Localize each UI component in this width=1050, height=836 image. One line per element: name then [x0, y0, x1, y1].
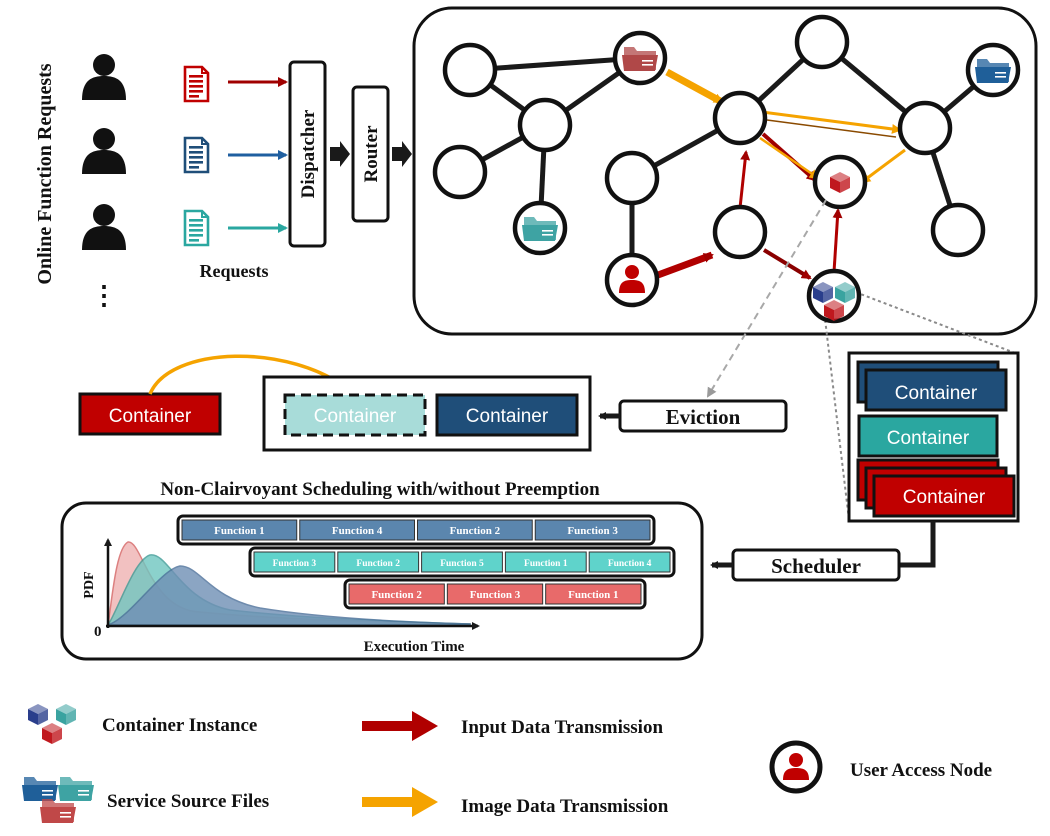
container-box — [435, 393, 579, 437]
container-label: Container — [314, 406, 397, 427]
function-label: Function 1 — [214, 525, 264, 537]
user-icon — [82, 54, 126, 100]
route-arrow — [392, 141, 412, 167]
folder-icon — [58, 777, 94, 801]
dispatcher-box — [288, 60, 327, 248]
legend-red-arrow — [362, 711, 438, 741]
pdf-plot: PDF 0 Execution Time — [82, 538, 480, 655]
function-block — [348, 583, 445, 605]
legend-input-data-transmission: Input Data Transmission — [461, 717, 663, 738]
container-box — [857, 414, 999, 458]
function-queues: Function 1 Function 4 Function 2 Function 3… — [176, 514, 676, 610]
container-label: Container — [903, 487, 986, 508]
function-label: Function 3 — [567, 525, 618, 537]
plot-ylabel: PDF — [82, 571, 97, 598]
document-icon — [183, 65, 210, 103]
function-label: Function 2 — [450, 525, 501, 537]
container-box — [872, 474, 1016, 518]
function-label: Function 2 — [356, 559, 400, 569]
legend: Container Instance Service Source Files … — [22, 704, 992, 823]
container-label: Container — [109, 406, 192, 427]
function-label: Function 5 — [440, 559, 484, 569]
dispatch-arrow — [330, 141, 350, 167]
function-block — [534, 519, 651, 541]
function-block — [299, 519, 415, 541]
container-label: Container — [887, 428, 970, 449]
user-icon — [82, 204, 126, 250]
function-label: Function 2 — [371, 589, 422, 601]
container-label: Container — [895, 383, 978, 404]
cube-icon — [42, 723, 62, 744]
scheduler-label: Scheduler — [771, 554, 861, 578]
container-label: Container — [466, 406, 549, 427]
plot-xlabel: Execution Time — [364, 639, 465, 655]
folder-icon — [22, 777, 58, 801]
edge-network-panel — [412, 6, 1038, 336]
function-block — [337, 551, 420, 573]
user-access-node-icon — [619, 265, 645, 293]
function-label: Function 1 — [524, 559, 568, 569]
image-data-edges — [665, 68, 906, 184]
requests-label: Requests — [199, 261, 268, 281]
function-block — [446, 583, 544, 605]
legend-orange-arrow — [362, 787, 438, 817]
router-box — [351, 85, 390, 223]
folder-icon — [40, 799, 76, 823]
legend-service-source-files: Service Source Files — [107, 791, 269, 812]
function-label: Function 4 — [608, 559, 652, 569]
function-block — [181, 519, 298, 541]
side-label: Online Function Requests — [34, 63, 56, 284]
container-box — [283, 393, 427, 437]
function-label: Function 1 — [568, 589, 618, 601]
document-icon — [183, 209, 210, 247]
function-label: Function 4 — [332, 525, 383, 537]
function-block — [421, 551, 503, 573]
pdf-curve-blue — [107, 565, 471, 626]
function-block — [417, 519, 533, 541]
legend-user-access-node: User Access Node — [850, 760, 992, 781]
function-label: Function 3 — [470, 589, 521, 601]
dispatcher-label: Dispatcher — [298, 109, 319, 198]
leader-line — [822, 301, 850, 521]
function-block — [504, 551, 587, 573]
user-icon — [82, 128, 126, 174]
container-box — [864, 368, 1008, 412]
eviction-pointer — [706, 199, 827, 398]
legend-image-data-transmission: Image Data Transmission — [461, 796, 669, 817]
legend-container-instance: Container Instance — [102, 715, 257, 736]
function-block — [545, 583, 642, 605]
function-block — [588, 551, 671, 573]
document-icon — [183, 136, 210, 174]
more-users-ellipsis: ⋮ — [91, 281, 117, 310]
container-box — [78, 392, 222, 436]
function-label: Function 3 — [273, 559, 317, 569]
function-block — [253, 551, 336, 573]
scheduling-title: Non-Clairvoyant Scheduling with/without … — [160, 479, 600, 500]
plot-origin: 0 — [94, 624, 102, 640]
cube-icon — [28, 704, 48, 725]
router-label: Router — [361, 125, 382, 183]
cube-icon — [56, 704, 76, 725]
eviction-label: Eviction — [666, 405, 741, 429]
input-data-edges — [656, 132, 843, 280]
